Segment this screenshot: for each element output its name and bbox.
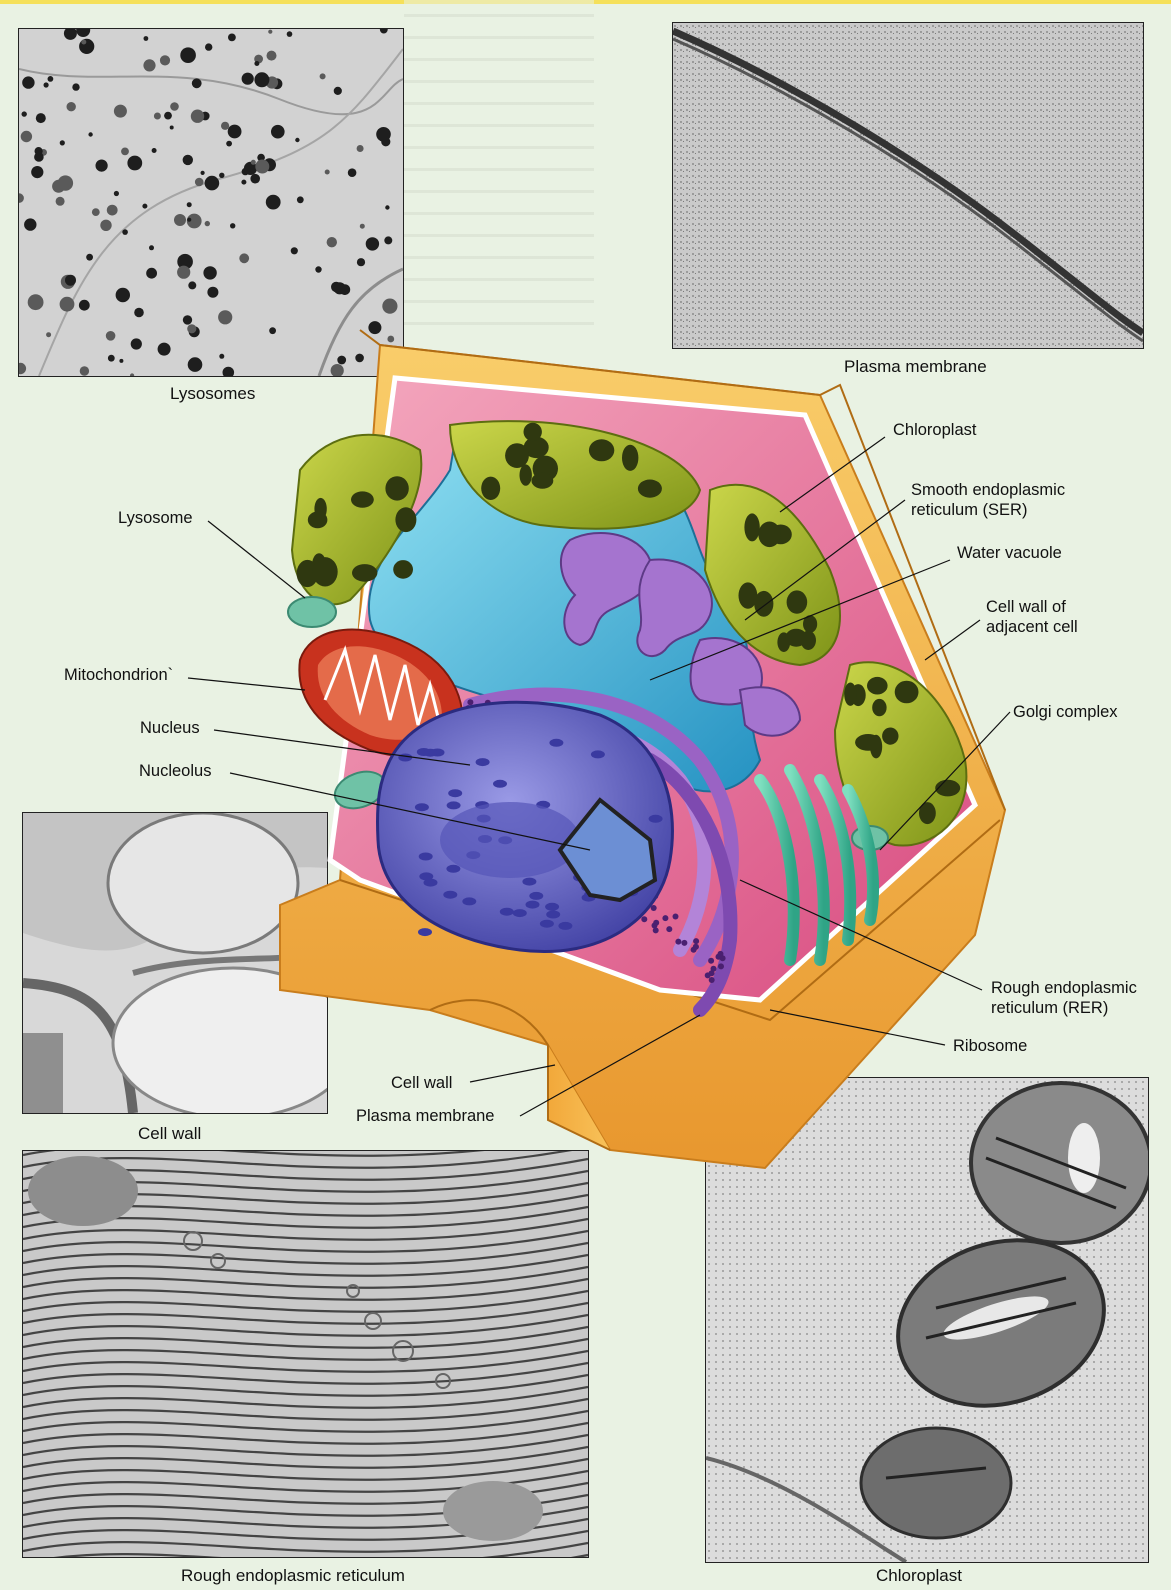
lysosome-1 xyxy=(288,597,336,627)
label-rough-er-line2: reticulum (RER) xyxy=(991,998,1137,1018)
label-smooth-er: Smooth endoplasmic reticulum (SER) xyxy=(911,480,1065,520)
label-mitochondrion: Mitochondrion` xyxy=(64,665,173,685)
label-cell-wall-adjacent: Cell wall of adjacent cell xyxy=(986,597,1078,637)
label-cell-wall-adjacent-line2: adjacent cell xyxy=(986,617,1078,637)
label-ribosome: Ribosome xyxy=(953,1036,1027,1056)
label-rough-er-line1: Rough endoplasmic xyxy=(991,978,1137,998)
label-smooth-er-line1: Smooth endoplasmic xyxy=(911,480,1065,500)
label-plasma-membrane: Plasma membrane xyxy=(356,1106,494,1126)
label-cell-wall-adjacent-line1: Cell wall of xyxy=(986,597,1078,617)
label-nucleus: Nucleus xyxy=(140,718,200,738)
label-chloroplast: Chloroplast xyxy=(893,420,976,440)
label-rough-er: Rough endoplasmic reticulum (RER) xyxy=(991,978,1137,1018)
label-lysosome: Lysosome xyxy=(118,508,193,528)
label-water-vacuole: Water vacuole xyxy=(957,543,1062,563)
label-nucleolus: Nucleolus xyxy=(139,761,211,781)
label-smooth-er-line2: reticulum (SER) xyxy=(911,500,1065,520)
label-golgi-complex: Golgi complex xyxy=(1013,702,1118,722)
label-cell-wall: Cell wall xyxy=(391,1073,452,1093)
